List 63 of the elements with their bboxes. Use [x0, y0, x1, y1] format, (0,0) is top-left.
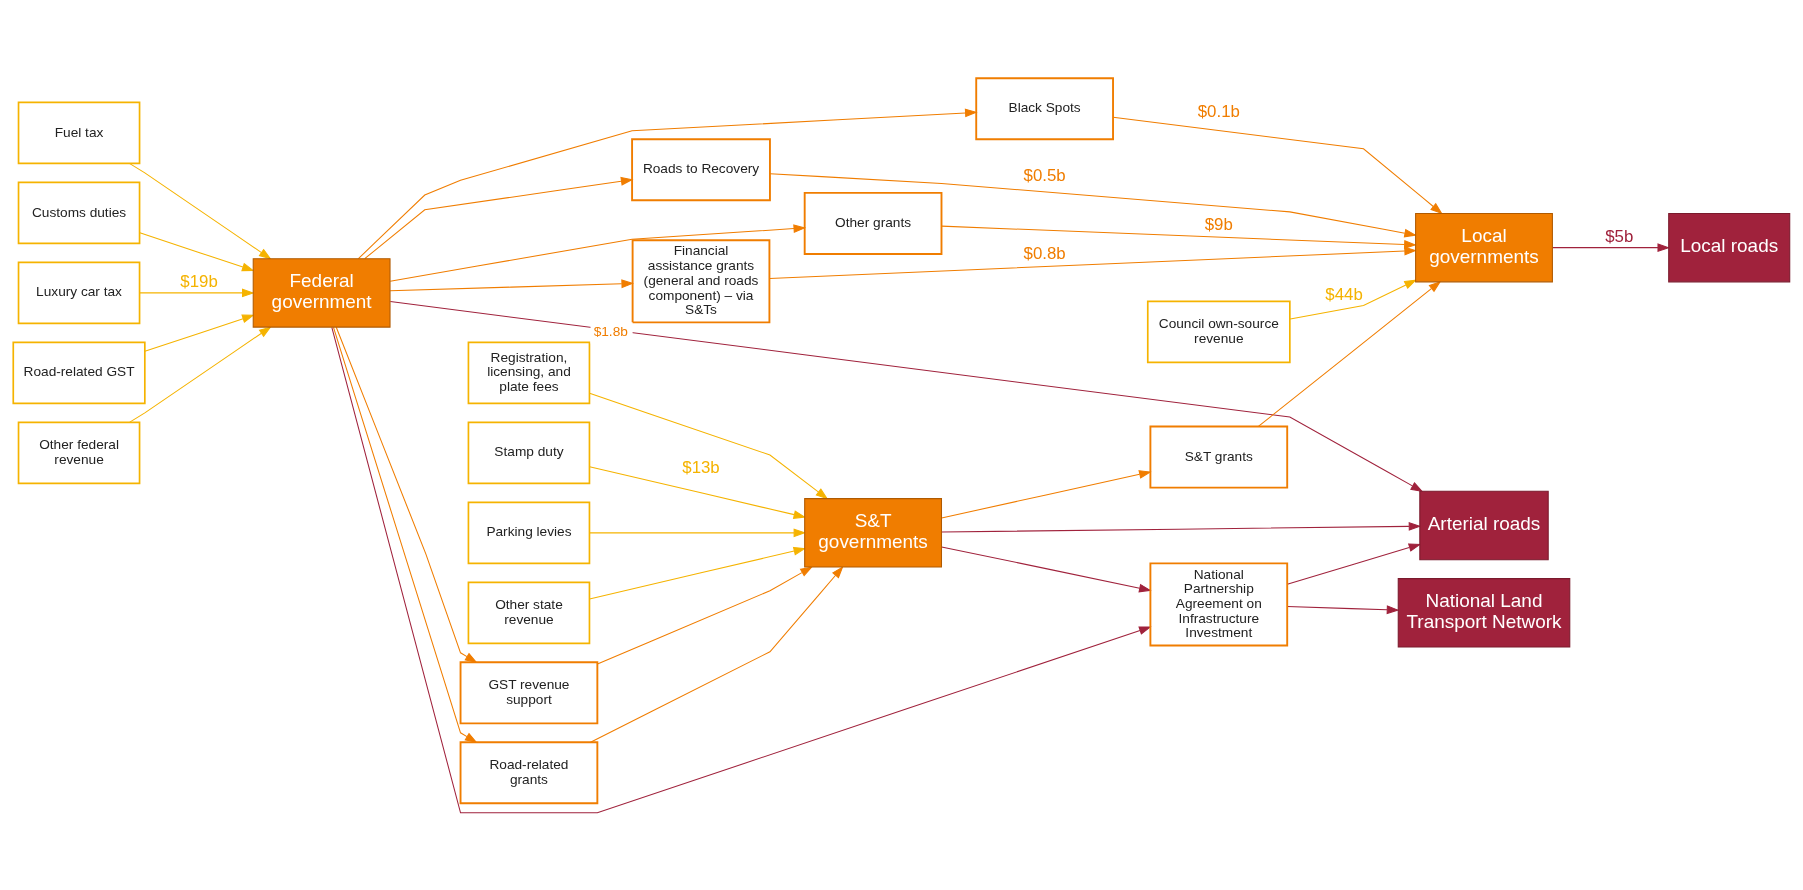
- node-box: S&T grants: [1149, 425, 1289, 489]
- edge-label: $0.5b: [1023, 165, 1066, 185]
- node-label: $1.8b: [593, 323, 628, 339]
- arrow: [389, 223, 807, 282]
- node-box: S&T governments: [804, 497, 942, 568]
- arrow: [769, 246, 1417, 279]
- node-box: Road-related GST: [12, 341, 146, 404]
- node-box: Parking levies: [467, 501, 591, 564]
- arrow: [1286, 604, 1400, 614]
- arrow: [769, 172, 1417, 237]
- edge-label: $9b: [1204, 214, 1233, 234]
- arrow: [941, 521, 1422, 533]
- node-box: Fuel tax: [17, 101, 141, 164]
- edge-label: $0.8b: [1023, 243, 1066, 263]
- node-box: GST revenue support: [459, 660, 599, 724]
- edge-label: $0.1b: [1197, 101, 1240, 121]
- arrow: [941, 469, 1152, 518]
- arrow: [1286, 542, 1422, 585]
- arrow: [941, 225, 1417, 249]
- arrow: [389, 278, 635, 291]
- arrow: [941, 545, 1152, 592]
- arrow: [129, 162, 272, 259]
- edge-label: $19b: [180, 271, 218, 291]
- arrow: [357, 108, 978, 259]
- edge-label: $5b: [1605, 226, 1634, 246]
- node-box: Customs duties: [17, 181, 141, 244]
- node-box: Arterial roads: [1419, 490, 1549, 560]
- arrow: [1551, 242, 1671, 252]
- arrow: [596, 565, 813, 665]
- arrow: [335, 326, 478, 663]
- arrow: [1112, 116, 1443, 214]
- arrow: [144, 314, 255, 352]
- edge-label: $13b: [682, 457, 720, 477]
- node-box: Black Spots: [975, 76, 1114, 140]
- node-box: Road-related grants: [459, 740, 599, 804]
- arrow: [1257, 280, 1442, 427]
- arrow: [331, 326, 1152, 813]
- node-box: Roads to Recovery: [631, 137, 771, 201]
- arrow: [589, 527, 807, 537]
- arrow: [364, 176, 634, 259]
- node-box: Registration, licensing, and plate fees: [467, 341, 591, 404]
- node-box: Local roads: [1668, 212, 1791, 282]
- arrow: [129, 325, 272, 423]
- node-box: National Land Transport Network: [1397, 577, 1571, 648]
- arrow: [139, 288, 255, 297]
- node-box: Luxury car tax: [17, 261, 141, 324]
- arrow: [589, 465, 807, 519]
- node-box: Other grants: [803, 191, 943, 255]
- arrow: [590, 565, 844, 743]
- arrow: [332, 326, 478, 743]
- node-box: Other federal revenue: [17, 421, 141, 484]
- node-box: Local governments: [1415, 212, 1553, 282]
- edge-label: $44b: [1325, 284, 1363, 304]
- arrow: [139, 231, 255, 271]
- arrow: [1289, 279, 1417, 319]
- node-box: Stamp duty: [467, 421, 591, 484]
- node-box: Other state revenue: [467, 580, 591, 644]
- arrow: [589, 392, 829, 499]
- arrow: [589, 546, 807, 599]
- node-box: Council own-source revenue: [1146, 300, 1291, 363]
- node-box: Federal government: [252, 257, 391, 328]
- arrow: [389, 300, 1424, 492]
- node-box: National Partnership Agreement on Infrastructure Investment: [1149, 561, 1289, 646]
